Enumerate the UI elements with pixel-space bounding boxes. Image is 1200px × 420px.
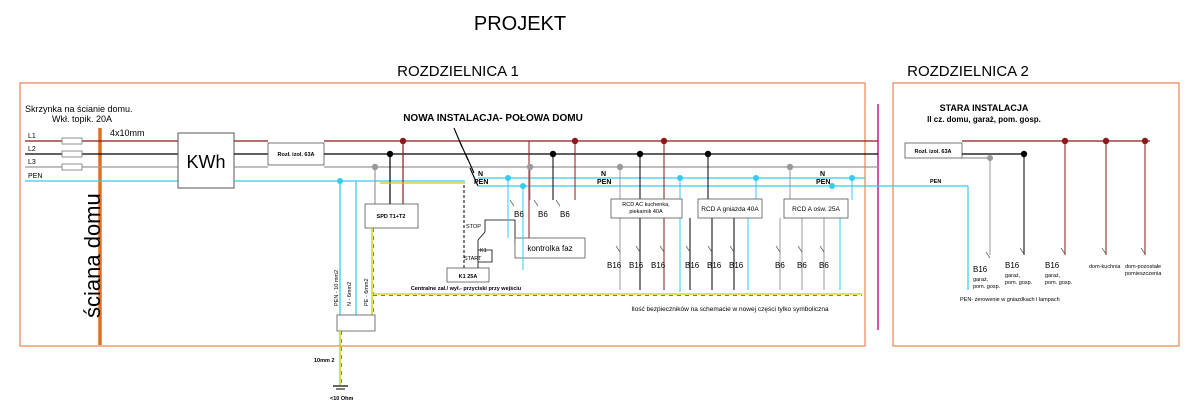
contactor-k1-label: K1 25A <box>459 274 478 280</box>
rcd-1-box <box>610 198 683 219</box>
old-circuit-2-line1: garaż, <box>1005 273 1021 279</box>
b6-group <box>505 137 579 270</box>
n-label-1: N <box>478 171 483 178</box>
rcd-2-breaker-3: B16 <box>729 261 744 270</box>
rcd-2-box <box>697 198 763 219</box>
rcd-3-breaker-3: B6 <box>819 261 829 270</box>
rcd-2-breaker-2: B16 <box>707 261 722 270</box>
l3-label: L3 <box>28 159 36 166</box>
rcd-3-breaker-1: B6 <box>775 261 785 270</box>
k1-aux-label: K1 <box>480 248 487 254</box>
rcd-1-line1: RCD AC kuchenka, <box>622 202 670 208</box>
pen-label-1: PEN <box>474 179 488 186</box>
panel-2-frame <box>892 82 1180 347</box>
central-off-label: Centralne zał./ wył.- przyciski przy wej… <box>411 286 521 292</box>
old-circuit-5-line1: dom-pozostałe <box>1125 264 1161 270</box>
node <box>337 178 343 184</box>
rcd-2-wires <box>689 150 759 290</box>
start-label: START <box>464 256 482 262</box>
fuse-l3 <box>61 163 83 171</box>
pe-cable-label: PE - 6mm2 <box>364 278 370 306</box>
wall-box-line2: Wkł. topik. 20A <box>52 114 112 124</box>
main-switch-1-label: Rozł. izol. 63A <box>278 152 315 158</box>
main-switch-2 <box>904 142 963 159</box>
pen-note: PEN- zerowenie w gniazdkach i lampach <box>960 297 1060 303</box>
panel-2-title: ROZDZIELNICA 2 <box>907 63 1029 80</box>
n-label-3: N <box>820 171 825 178</box>
old-circuit-3-line1: garaż, <box>1045 273 1061 279</box>
old-circuit-4-line1: dom-kuchnia <box>1089 264 1121 270</box>
node <box>371 163 379 171</box>
n-label-2: N <box>601 171 606 178</box>
pen-in-label: PEN <box>28 173 42 180</box>
old-install-line1: STARA INSTALACJA <box>940 103 1029 113</box>
breaker-symbols <box>509 199 825 253</box>
old-circuit-wires <box>987 137 1149 255</box>
ground-cable-label: 10mm 2 <box>314 358 335 364</box>
pen-label-3: PEN <box>816 179 830 186</box>
energy-meter-label: KWh <box>186 152 225 172</box>
b6-breaker-1: B6 <box>514 210 524 219</box>
wall-box-line1: Skrzynka na ścianie domu. <box>25 104 133 114</box>
old-circuit-1-breaker: B16 <box>973 265 988 274</box>
rcd-1-breaker-2: B16 <box>629 261 644 270</box>
contactor-k1 <box>446 267 490 283</box>
stop-label: STOP <box>466 224 481 230</box>
phase-control-label: kontrolka faz <box>527 244 572 253</box>
rcd-2-breaker-1: B16 <box>685 261 700 270</box>
main-switch-2-label: Rozł. izol. 63A <box>915 149 952 155</box>
cable-label: 4x10mm <box>110 128 145 138</box>
control-circuit <box>477 219 516 268</box>
pen-cable-label: PEN - 10 mm2 <box>334 270 340 306</box>
old-circuit-2-line2: pom. gosp. <box>1005 280 1033 286</box>
rcd-3-line1: RCD A ośw. 25A <box>792 206 840 213</box>
spd-label: SPD T1+T2 <box>377 214 406 220</box>
b6-breaker-2: B6 <box>538 210 548 219</box>
new-install-title: NOWA INSTALACJA- POŁOWA DOMU <box>403 113 583 124</box>
pen-label-2: PEN <box>597 179 611 186</box>
rcd-2-line1: RCD A gniazda 40A <box>701 206 759 213</box>
fuse-l1 <box>61 137 83 145</box>
node <box>386 150 394 158</box>
rcd-3-breaker-2: B6 <box>797 261 807 270</box>
l2-label: L2 <box>28 146 36 153</box>
wall-label: ściana domu <box>80 193 105 318</box>
breaker-note: Ilość bezpieczników na schemacie w nowej… <box>631 306 829 313</box>
phase-control-box <box>514 237 586 259</box>
panel-1-title: ROZDZIELNICA 1 <box>397 63 519 80</box>
fuse-l2 <box>61 150 83 158</box>
node <box>399 137 407 145</box>
l1-label: L1 <box>28 133 36 140</box>
old-circuit-3-breaker: B16 <box>1045 261 1060 270</box>
rcd-1-breaker-1: B16 <box>607 261 622 270</box>
energy-meter <box>177 132 235 189</box>
old-circuit-1-line2: pom. gosp. <box>973 284 1001 290</box>
panel-1-frame <box>19 82 866 347</box>
spd-box <box>364 203 419 229</box>
ground-resistance: <10 Ohm <box>330 396 353 402</box>
b6-breaker-3: B6 <box>560 210 570 219</box>
rcd-1-wires <box>616 137 683 292</box>
rcd-3-wires <box>779 163 855 290</box>
old-circuit-1-line1: garaż, <box>973 277 989 283</box>
old-circuit-3-line2: pom. gosp. <box>1045 280 1073 286</box>
pen-old-label: PEN <box>930 179 941 185</box>
old-breaker-symbols <box>985 247 1146 259</box>
contactor-contacts <box>453 127 479 187</box>
ground-bar <box>336 314 376 332</box>
rcd-3-box <box>783 198 849 219</box>
old-circuit-2-breaker: B16 <box>1005 261 1020 270</box>
rcd-1-breaker-3: B16 <box>651 261 666 270</box>
rcd-1-line2: piekarnik 40A <box>629 209 663 215</box>
old-install-line2: II cz. domu, garaż, pom. gosp. <box>927 115 1041 124</box>
n-cable-label: N - 6mm2 <box>347 282 353 306</box>
diagram-title: PROJEKT <box>474 13 566 35</box>
old-circuit-5-line2: pomieszczenia <box>1125 271 1162 277</box>
